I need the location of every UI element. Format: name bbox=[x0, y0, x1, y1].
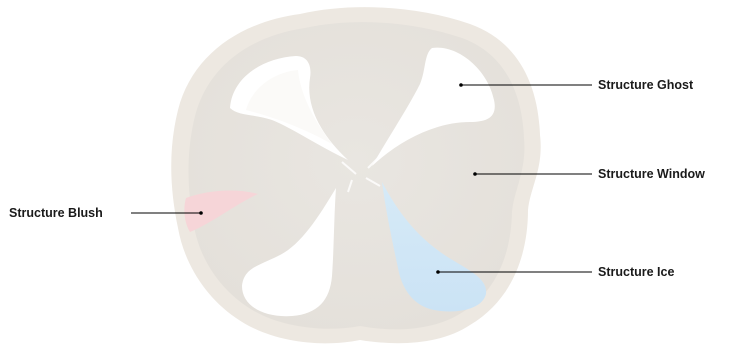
label-structure-ghost: Structure Ghost bbox=[598, 78, 693, 92]
label-structure-blush: Structure Blush bbox=[9, 206, 103, 220]
label-structure-window: Structure Window bbox=[598, 167, 705, 181]
label-structure-ice: Structure Ice bbox=[598, 265, 674, 279]
